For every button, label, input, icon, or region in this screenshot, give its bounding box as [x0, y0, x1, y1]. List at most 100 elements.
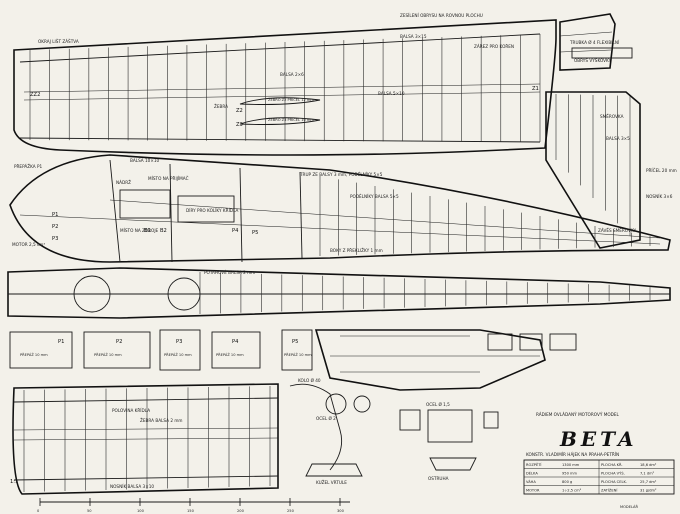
- scale-tick-label: 250: [287, 509, 295, 513]
- wing-mount-label: DÍRY PRO KOLÍKY KŘÍDLA: [186, 208, 238, 213]
- former-piece-label-1: P1: [58, 339, 64, 345]
- wing-z2-label: Z2: [236, 108, 243, 114]
- wing-half-label: POLOVINA KŘÍDLA: [112, 408, 150, 413]
- wheel-circle-1: [73, 275, 111, 313]
- former-b2-label: B2: [160, 228, 167, 234]
- title-main: BETA: [559, 427, 637, 451]
- former-sub-label-1: PŘEPÁŽ 10 mm: [20, 352, 48, 357]
- wheel-label: KOLO Ø 40: [298, 378, 321, 383]
- bottom-label: POTAHOVÉ BALSA 2 mm: [204, 270, 255, 275]
- longeron-label: PODÉLNÍKY BALSA 5×5: [350, 194, 399, 199]
- scale-tick-label: 150: [187, 509, 195, 513]
- former-sub-label-5: PŘEPÁŽ 10 mm: [284, 352, 312, 357]
- former-b1-label: B1: [144, 228, 151, 234]
- former-p4-label: P4: [232, 228, 239, 234]
- wing-balsa-label-1: BALSA 3×15: [400, 34, 427, 39]
- former-row: P1 P2 P3 P4 P5 PŘEPÁŽ 10 mm PŘEPÁŽ 10 mm…: [9, 329, 577, 391]
- title-cell: ZATÍŽENÍ: [601, 488, 617, 493]
- title-cell: PLOCHA VÝŠ.: [601, 471, 625, 476]
- title-cell: 25,7 dm²: [640, 480, 657, 484]
- rib-detail-label-1: ŽEBRO Z2 PŘÍČEL 12 mm: [268, 97, 314, 102]
- former-p1-label: P1: [52, 212, 58, 218]
- rib-detail-label-2: ŽEBRO Z3 PŘÍČEL 10 mm: [268, 117, 314, 122]
- tail-rudder-label: SMĚROVKA: [600, 114, 624, 119]
- scale-ticks: 0 50 100 150 200 250 300: [37, 498, 345, 513]
- title-cell: DÉLKA: [526, 471, 538, 476]
- wing-leading-edge-label: ZESÍLENÍ OBRYSU NA ROVNOU PLOCHU: [400, 13, 483, 18]
- fuselage-ribs: [319, 176, 651, 256]
- wing-half-ribs: [23, 386, 271, 492]
- wing-half-bottom: POLOVINA KŘÍDLA ŽEBRA BALSA 2 mm NOSNÍK …: [12, 383, 279, 495]
- wing-ribs: [29, 34, 541, 142]
- scale-label: 1:1: [10, 479, 18, 485]
- wing-z1-label: Z1: [532, 86, 539, 92]
- fuselage-top-ribs: [199, 272, 651, 314]
- title-cell: 31 g/dm²: [640, 489, 657, 493]
- wing-balsa-label-2: BALSA 5×10: [378, 91, 405, 96]
- scale-tick-label: 100: [137, 509, 145, 513]
- wing-plan: OKRAJ LIŠT ZÁŠTVA ZESÍLENÍ OBRYSU NA ROV…: [13, 13, 557, 163]
- scale-tick-label: 200: [237, 509, 245, 513]
- former-sub-label-2: PŘEPÁŽ 10 mm: [94, 352, 122, 357]
- scale-tick-label: 300: [337, 509, 345, 513]
- title-cell: 7,1 dm²: [640, 472, 655, 476]
- spinner-label: KUŽEL VRTULE: [316, 480, 347, 485]
- wing-notch-label: ZÁŘEZ PRO KOŘEN: [474, 44, 514, 49]
- former-p2-label: P2: [52, 224, 58, 230]
- tail-ribs: [555, 94, 631, 236]
- tail-spar-label: NOSNÍK 3×6: [646, 194, 673, 199]
- servo-label: MÍSTO NA PŘIJÍMAČ: [148, 176, 189, 181]
- wheel-detail: [325, 393, 347, 415]
- title-cell: PLOCHA KŘ.: [601, 462, 623, 467]
- gear-label: OCEL Ø 2: [316, 416, 336, 421]
- former-piece-label-3: P3: [176, 339, 182, 345]
- tail-stabilizer-label: OBRYS VÝŠKOVKY: [574, 58, 612, 63]
- sides-label: BOKY Z PŘEKLIŽKY 1 mm: [330, 248, 383, 253]
- wing-balsa-label-4: BALSA 2×6: [280, 72, 304, 77]
- stamp-text: MODELÁŘ: [620, 504, 639, 509]
- scale-tick-label: 0: [37, 509, 40, 513]
- tail-post-label: ZÁVĚS SMĚROVKY: [598, 228, 636, 233]
- former-piece-label-5: P5: [292, 339, 298, 345]
- fuselage-note-label: TRUP ZE BALSY 3 mm, PODÉLNÍKY 5×5: [299, 172, 383, 177]
- title-cell: 18,6 dm²: [640, 463, 657, 467]
- title-cell: 800 g: [562, 480, 572, 484]
- rib-profile-z3: [239, 117, 321, 125]
- title-cell: 950 mm: [562, 472, 578, 476]
- tank-label: NÁDRŽ: [116, 180, 131, 185]
- former-sub-label-4: PŘEPÁŽ 10 mm: [216, 352, 244, 357]
- former-piece-label-4: P4: [232, 339, 239, 345]
- title-subtitle: RÁDIEM OVLÁDANÝ MOTOROVÝ MODEL: [536, 412, 619, 417]
- fuselage-side: MOTOR 2,5 cm³ PŘEPÁŽKA P1 NÁDRŽ MÍSTO NA…: [9, 154, 671, 263]
- tail-detail-label: PŘÍČEL 20 mm: [646, 168, 677, 173]
- cockpit-opening: [177, 195, 235, 223]
- spar-row-label: NOSNÍK BALSA 3×10: [110, 484, 154, 489]
- former-p3-label: P3: [52, 236, 58, 242]
- tailwheel-label: OSTRUHA: [428, 476, 449, 481]
- engine-label: MOTOR 2,5 cm³: [12, 242, 45, 247]
- wing-ribs-label: ŽEBRA: [214, 104, 228, 109]
- former-sub-label-3: PŘEPÁŽ 10 mm: [164, 352, 192, 357]
- battery-label: MÍSTO NA ZDROJE: [120, 228, 159, 233]
- tail-balsa-label: BALSA 3×5: [606, 136, 630, 141]
- title-cell: 1÷2,5 cm³: [562, 489, 582, 493]
- title-cell: MOTOR: [526, 489, 540, 493]
- small-parts: KOLO Ø 40 OCEL Ø 2 KUŽEL VRTULE OCEL Ø 1…: [289, 378, 499, 485]
- bottom-skin-outline: [314, 329, 546, 391]
- title-cell: 1300 mm: [562, 463, 580, 467]
- title-designer: KONSTR. VLADIMÍR HÁJEK NA PRAHA-PETŘÍN: [526, 452, 619, 457]
- former-p5-label: P5: [252, 230, 258, 236]
- wing-zz2-label: ZZ2: [30, 92, 40, 98]
- title-cell: ROZPĚTÍ: [526, 462, 541, 467]
- rib-profile-z2: [239, 97, 321, 105]
- scale-tick-label: 50: [87, 509, 92, 513]
- fuselage-top: POTAHOVÉ BALSA 2 mm: [7, 267, 671, 319]
- wing-balsa-label-3: BALSA 10×10: [130, 158, 160, 163]
- title-rows: ROZPĚTÍ 1300 mm PLOCHA KŘ. 18,6 dm² DÉLKA 950…: [526, 462, 657, 493]
- title-cell: PLOCHA CELK.: [601, 480, 627, 484]
- title-block: RÁDIEM OVLÁDANÝ MOTOROVÝ MODEL BETA KONS…: [523, 412, 675, 509]
- firewall-label: PŘEPÁŽKA P1: [14, 164, 42, 169]
- title-cell: VÁHA: [526, 479, 536, 484]
